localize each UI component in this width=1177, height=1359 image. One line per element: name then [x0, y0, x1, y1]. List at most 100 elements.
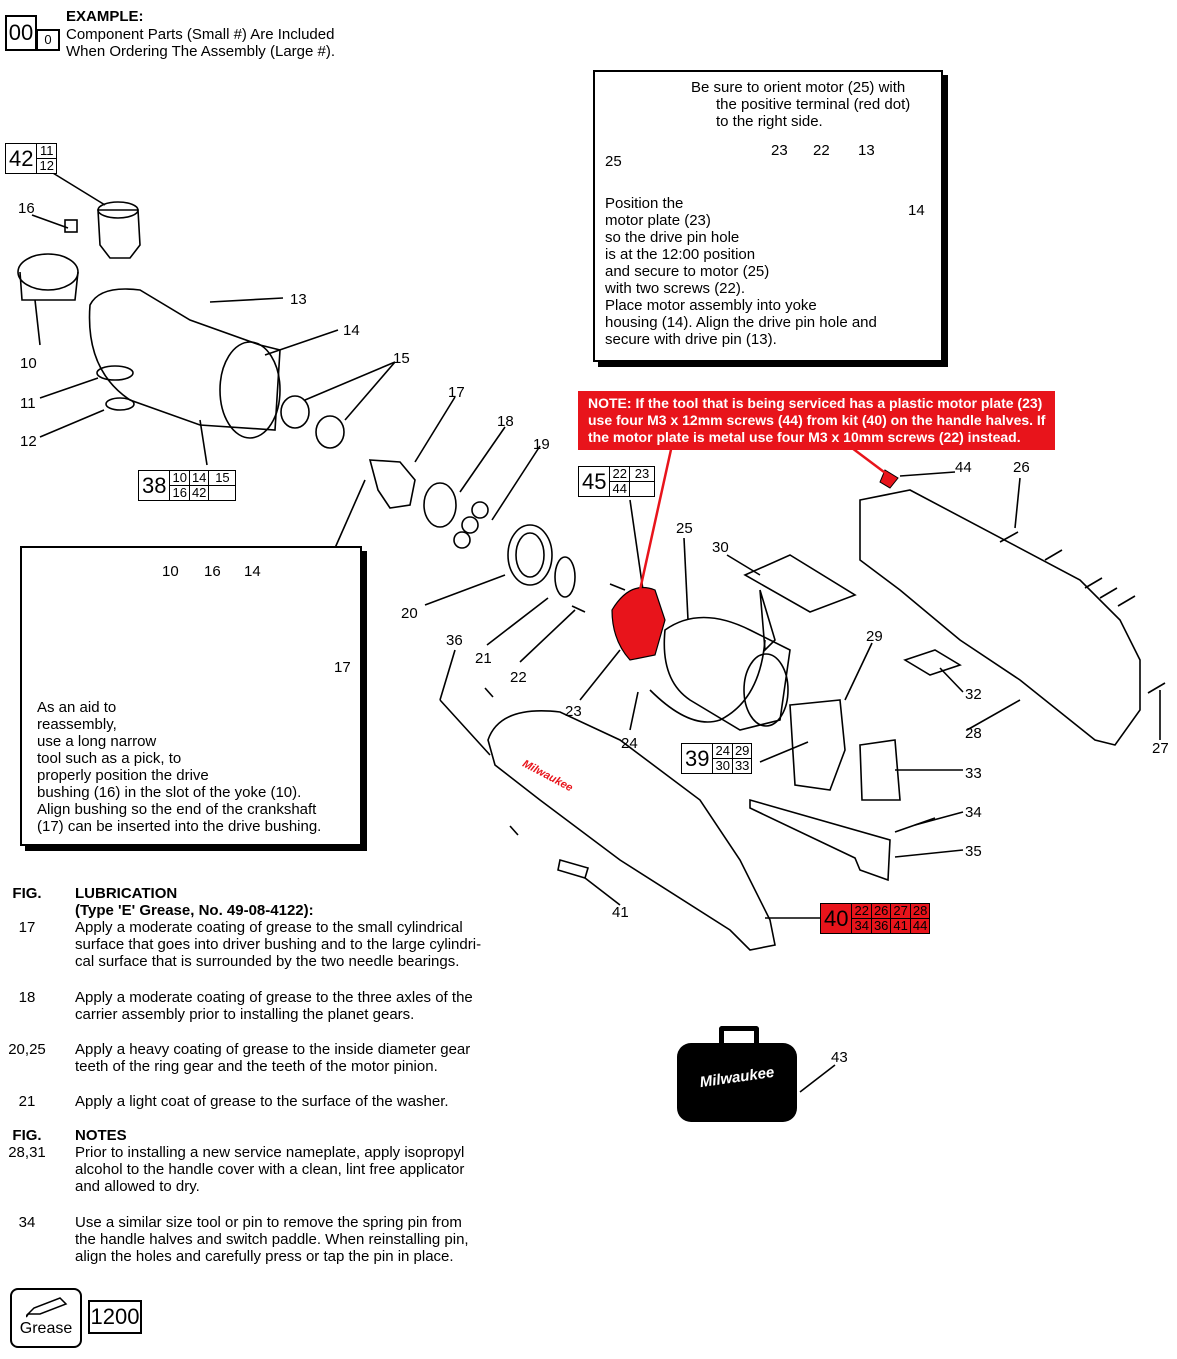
part-label: 19: [533, 436, 550, 453]
motor-box-label-22: 22: [813, 142, 830, 159]
lub-fig-number: 20,25: [8, 1041, 46, 1058]
assembly-39: 39 24 29 30 33: [680, 743, 753, 774]
note-line: alcohol to the handle cover with a clean…: [75, 1161, 465, 1178]
assembly-42-part: 12: [36, 158, 57, 174]
part-label: 32: [965, 686, 982, 703]
motor-box-label-25: 25: [605, 153, 622, 170]
part-label: 41: [612, 904, 629, 921]
part-label: 11: [20, 395, 36, 412]
assembly-39-part: 30: [712, 758, 733, 774]
part-label: 24: [621, 735, 638, 752]
assembly-45: 45 22 23 44: [577, 466, 655, 497]
part-label: 43: [831, 1049, 848, 1066]
motor-orient-line-2: the positive terminal (red dot): [716, 96, 911, 113]
assembly-38-empty: [208, 485, 237, 501]
example-component-number: 0: [36, 29, 60, 51]
case-logo: Milwaukee: [698, 1063, 776, 1092]
assembly-42-part: 11: [36, 143, 57, 159]
motor-step-1: Position the: [605, 195, 684, 212]
part-label: 33: [965, 765, 982, 782]
bushing-box-label-17: 17: [334, 659, 351, 676]
lub-line: surface that goes into driver bushing an…: [75, 936, 482, 953]
assembly-40-id: 40: [819, 903, 853, 934]
part-label: 28: [965, 725, 982, 742]
grease-label: Grease: [19, 1320, 73, 1337]
note-fig-number: 28,31: [8, 1144, 46, 1161]
bushing-text-4: tool such as a pick, to: [37, 750, 182, 767]
assembly-39-part: 33: [731, 758, 753, 774]
assembly-38-part: 42: [188, 485, 210, 501]
motor-orient-line-3: to the right side.: [716, 113, 823, 130]
note-line-1: NOTE: If the tool that is being serviced…: [588, 395, 1043, 411]
part-label: 23: [565, 703, 582, 720]
assembly-39-id: 39: [680, 743, 714, 774]
bushing-text-3: use a long narrow: [37, 733, 157, 750]
notes-fig-header: FIG.: [12, 1127, 42, 1144]
part-label: 21: [475, 650, 492, 667]
note-line-2: use four M3 x 12mm screws (44) from kit …: [588, 412, 1046, 428]
part-label: 27: [1152, 740, 1169, 757]
part-label: 44: [955, 459, 972, 476]
assembly-40-part: 41: [890, 918, 911, 934]
motor-step-9: secure with drive pin (13).: [605, 331, 777, 348]
note-line: align the holes and carefully press or t…: [75, 1248, 454, 1265]
assembly-40-part: 44: [909, 918, 931, 934]
part-label: 12: [20, 433, 37, 450]
note-fig-number: 34: [18, 1214, 36, 1231]
carry-case-icon: Milwaukee: [677, 1026, 797, 1122]
assembly-39-part: 24: [712, 743, 733, 759]
lub-line: Apply a moderate coating of grease to th…: [75, 919, 463, 936]
lubrication-subtitle: (Type 'E' Grease, No. 49-08-4122):: [75, 902, 314, 919]
motor-plate-screw-note: NOTE: If the tool that is being serviced…: [578, 391, 1056, 450]
part-label: 35: [965, 843, 982, 860]
assembly-40-part: 28: [909, 903, 931, 919]
part-label: 20: [401, 605, 418, 622]
example-assembly-number: 00: [5, 15, 37, 51]
motor-box-label-14: 14: [908, 202, 925, 219]
lub-line: carrier assembly prior to installing the…: [75, 1006, 415, 1023]
motor-box-label-13: 13: [858, 142, 875, 159]
part-label: 30: [712, 539, 729, 556]
example-title: EXAMPLE:: [66, 8, 144, 25]
part-label: 17: [448, 384, 465, 401]
bushing-text-6: bushing (16) in the slot of the yoke (10…: [37, 784, 302, 801]
part-label: 10: [20, 355, 37, 372]
assembly-38-part: 14: [188, 470, 210, 486]
bushing-alignment-box: 10 16 14 17 As an aid to reassembly, use…: [20, 546, 362, 846]
assembly-40-part: 36: [870, 918, 892, 934]
bushing-text-5: properly position the drive: [37, 767, 209, 784]
motor-step-2: motor plate (23): [605, 212, 711, 229]
assembly-38-part: 16: [169, 485, 190, 501]
motor-orient-line-1: Be sure to orient motor (25) with: [691, 79, 906, 96]
note-line: Use a similar size tool or pin to remove…: [75, 1214, 462, 1231]
assembly-38: 38 10 14 15 16 42: [137, 470, 237, 501]
motor-step-4: is at the 12:00 position: [605, 246, 756, 263]
motor-box-label-23: 23: [771, 142, 788, 159]
bushing-box-label-16: 16: [204, 563, 221, 580]
part-label: 13: [290, 291, 307, 308]
note-line: and allowed to dry.: [75, 1178, 200, 1195]
motor-step-8: housing (14). Align the drive pin hole a…: [605, 314, 877, 331]
part-label: 34: [965, 804, 982, 821]
lub-fig-number: 17: [18, 919, 36, 936]
part-label: 14: [343, 322, 360, 339]
example-line-2: When Ordering The Assembly (Large #).: [66, 43, 336, 60]
bushing-text-2: reassembly,: [37, 716, 117, 733]
assembly-40-part: 27: [890, 903, 911, 919]
assembly-45-part: 22: [609, 466, 630, 482]
motor-orientation-box: Be sure to orient motor (25) with the po…: [593, 70, 943, 362]
lub-line: Apply a heavy coating of grease to the i…: [75, 1041, 471, 1058]
note-line: the handle halves and switch paddle. Whe…: [75, 1231, 469, 1248]
lub-line: Apply a light coat of grease to the surf…: [75, 1093, 449, 1110]
lub-line: Apply a moderate coating of grease to th…: [75, 989, 473, 1006]
assembly-38-id: 38: [137, 470, 171, 501]
grease-code: 1200: [88, 1300, 142, 1334]
lub-fig-number: 21: [18, 1093, 36, 1110]
part-label: 29: [866, 628, 883, 645]
bushing-text-1: As an aid to: [37, 699, 117, 716]
part-label: 16: [18, 200, 35, 217]
part-label: 36: [446, 632, 463, 649]
assembly-39-part: 29: [731, 743, 753, 759]
assembly-40-part: 34: [851, 918, 872, 934]
